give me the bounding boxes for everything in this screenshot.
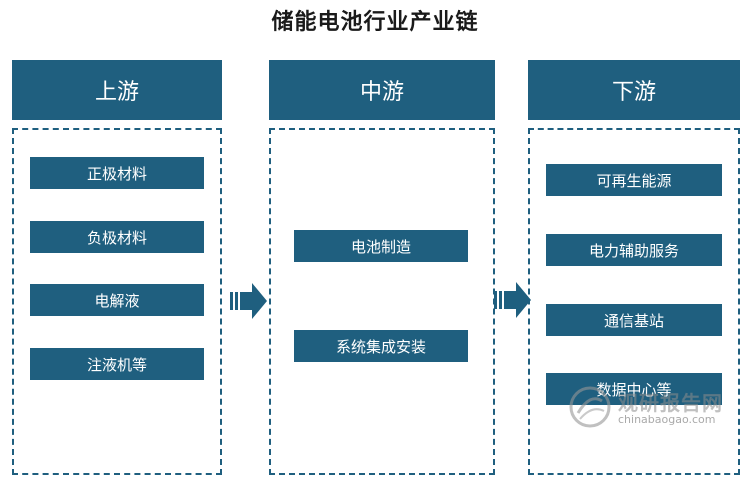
midstream-item: 系统集成安装 xyxy=(294,330,468,362)
arrow-right-icon xyxy=(494,282,531,318)
watermark-name: 观研报告网 xyxy=(618,391,723,415)
upstream-item: 注液机等 xyxy=(30,348,204,380)
midstream-item: 电池制造 xyxy=(294,230,468,262)
upstream-item: 正极材料 xyxy=(30,157,204,189)
diagram-title: 储能电池行业产业链 xyxy=(271,9,479,35)
downstream-header: 下游 xyxy=(528,60,740,120)
watermark: 观研报告网 chinabaogao.com xyxy=(568,383,738,431)
downstream-box xyxy=(528,128,740,475)
arrow-right-icon xyxy=(230,283,267,319)
downstream-item: 可再生能源 xyxy=(546,164,722,196)
upstream-header: 上游 xyxy=(12,60,222,120)
downstream-item: 电力辅助服务 xyxy=(546,234,722,266)
downstream-item: 数据中心等 xyxy=(546,373,722,405)
upstream-item: 电解液 xyxy=(30,284,204,316)
watermark-url: chinabaogao.com xyxy=(618,413,716,426)
watermark-logo-icon xyxy=(569,386,611,428)
midstream-box xyxy=(269,128,495,475)
midstream-header: 中游 xyxy=(269,60,495,120)
downstream-item: 通信基站 xyxy=(546,304,722,336)
upstream-item: 负极材料 xyxy=(30,221,204,253)
upstream-box xyxy=(12,128,222,475)
